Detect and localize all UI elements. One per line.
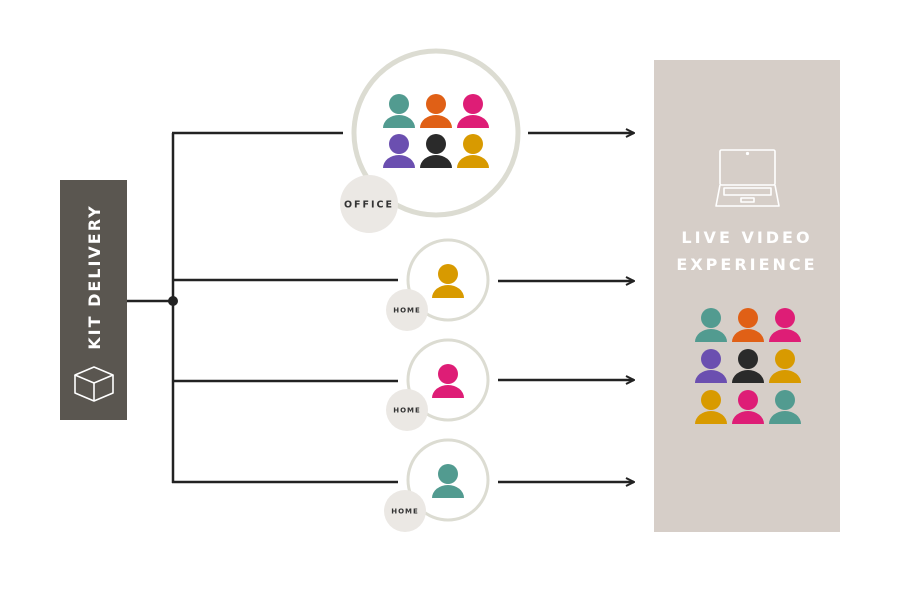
person-icon-gold: [457, 134, 489, 168]
junction-dot: [168, 296, 178, 306]
person-icon-teal: [383, 94, 415, 128]
laptop-icon: [715, 149, 780, 207]
person-icon-gold: [695, 390, 727, 424]
person-icon-pink: [432, 364, 464, 398]
kit-delivery-label: KIT DELIVERY: [85, 204, 104, 350]
location-badge: [340, 175, 398, 233]
person-icon-black: [420, 134, 452, 168]
person-icon-orange: [732, 308, 764, 342]
person-icon-gold: [769, 349, 801, 383]
location-office-0: OFFICE: [340, 48, 521, 233]
person-icon-orange: [420, 94, 452, 128]
location-badge: [384, 490, 426, 532]
person-icon-teal: [432, 464, 464, 498]
person-icon-gold: [432, 264, 464, 298]
location-label: HOME: [393, 407, 421, 415]
kit-delivery-box: KIT DELIVERY: [60, 180, 127, 420]
arrows: [498, 133, 634, 482]
box-icon: [74, 366, 114, 402]
live-video-panel: LIVE VIDEO EXPERIENCE: [654, 60, 840, 532]
location-home-3: HOME: [384, 438, 490, 532]
person-icon-purple: [695, 349, 727, 383]
participant-grid: [695, 308, 801, 424]
person-icon-teal: [695, 308, 727, 342]
location-badge: [386, 289, 428, 331]
connector-lines: [127, 131, 398, 484]
person-icon-pink: [457, 94, 489, 128]
person-icon-pink: [769, 308, 801, 342]
location-label: HOME: [391, 508, 419, 516]
live-video-line2: EXPERIENCE: [676, 255, 817, 274]
location-home-2: HOME: [386, 338, 490, 431]
person-icon-black: [732, 349, 764, 383]
person-icon-teal: [769, 390, 801, 424]
person-icon-purple: [383, 134, 415, 168]
location-badge: [386, 389, 428, 431]
live-video-line1: LIVE VIDEO: [681, 228, 812, 247]
location-label: OFFICE: [344, 200, 394, 211]
person-icon-pink: [732, 390, 764, 424]
location-home-1: HOME: [386, 238, 490, 331]
location-label: HOME: [393, 307, 421, 315]
